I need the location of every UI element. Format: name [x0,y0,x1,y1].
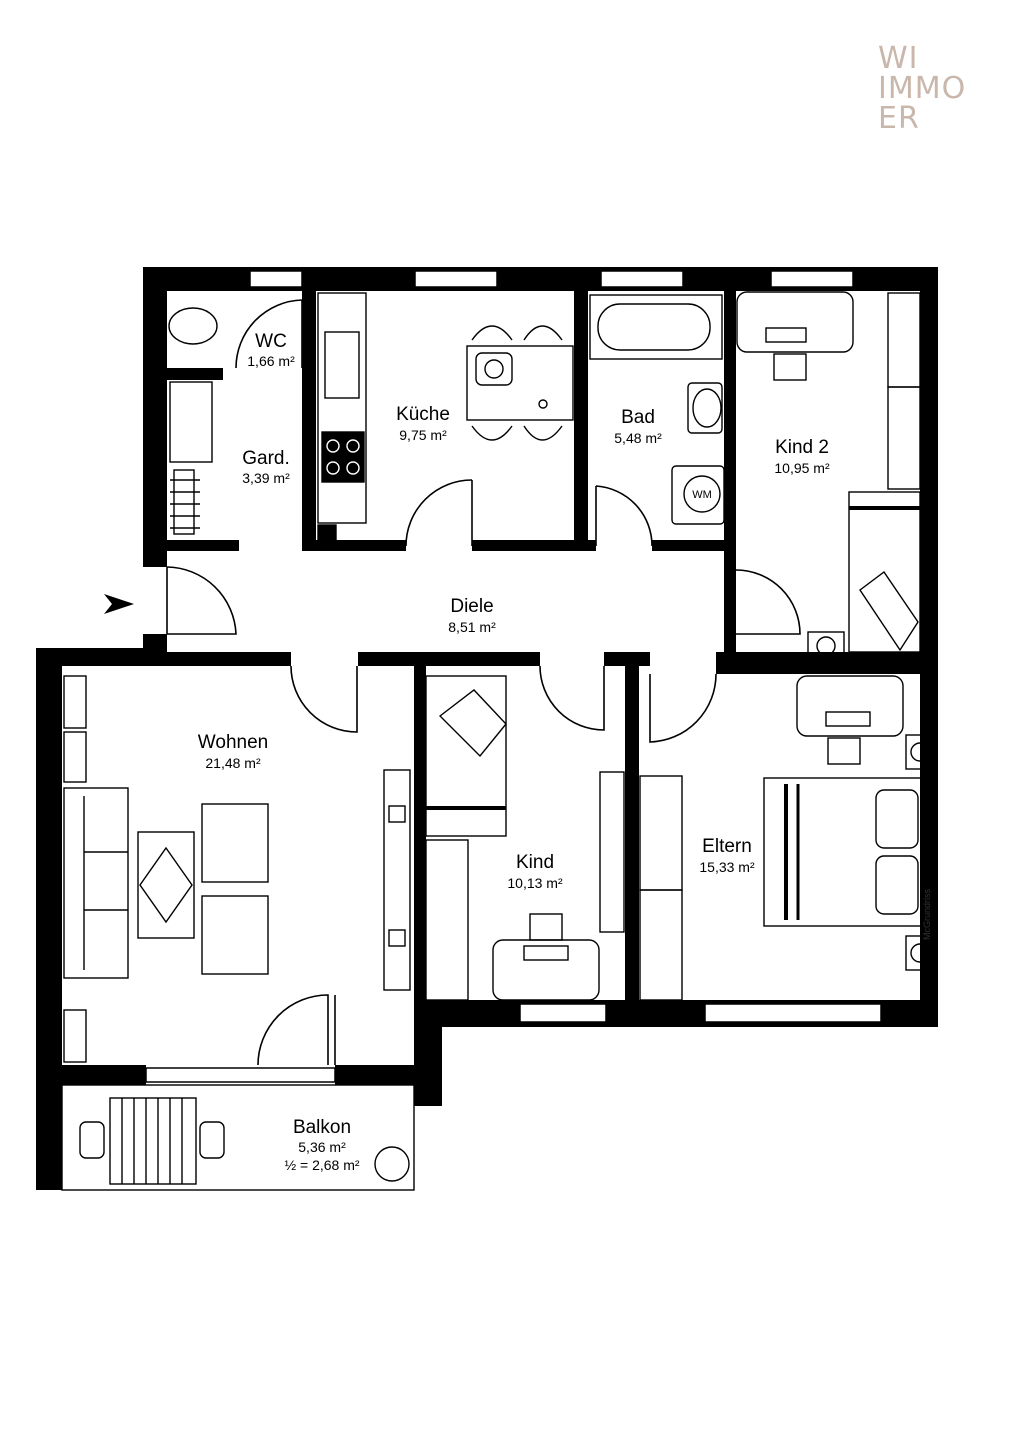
room-area-eltern: 15,33 m² [699,859,755,875]
logo-line-2: IMMO [878,71,967,106]
room-area-kueche: 9,75 m² [399,427,447,443]
room-name-gard: Gard. [242,448,290,469]
interior-walls [167,291,938,1006]
logo-line-3: ER [878,101,920,136]
room-area-gard: 3,39 m² [242,470,290,486]
room-name-diele: Diele [450,596,493,617]
wimmer-logo: WI IMMO ER [878,44,978,144]
room-name-eltern: Eltern [702,836,752,857]
washing-machine-icon [683,475,721,513]
toilet-icon [168,307,218,345]
room-name-kind: Kind [516,852,554,873]
logo-line-1: WI [878,41,919,76]
room-area-wohnen: 21,48 m² [205,755,261,771]
room-area-kind2: 10,95 m² [774,460,830,476]
room-area-balkon: 5,36 m² [298,1139,346,1155]
room-name-balkon: Balkon [293,1117,351,1138]
exterior-walls [36,267,938,1190]
windows [145,270,882,1083]
room-area-wc: 1,66 m² [247,353,295,369]
room-name-kind2: Kind 2 [775,437,829,458]
room-area-balkon-half: ½ = 2,68 m² [284,1157,359,1173]
room-area-bad: 5,48 m² [614,430,662,446]
room-name-wc: WC [255,331,287,352]
room-area-diele: 8,51 m² [448,619,496,635]
credit-label: McGrundriss [922,888,932,940]
room-name-kueche: Küche [396,404,450,425]
room-name-wohnen: Wohnen [198,732,268,753]
entrance-arrow-icon [104,594,134,614]
washing-machine-label: WM [692,489,712,501]
furniture [61,291,935,1191]
room-name-bad: Bad [621,407,655,428]
plant-icon [374,1146,410,1182]
room-labels: WC 1,66 m² Gard. 3,39 m² Küche 9,75 m² B… [198,331,830,1173]
doors [166,299,801,1066]
room-area-kind: 10,13 m² [507,875,563,891]
